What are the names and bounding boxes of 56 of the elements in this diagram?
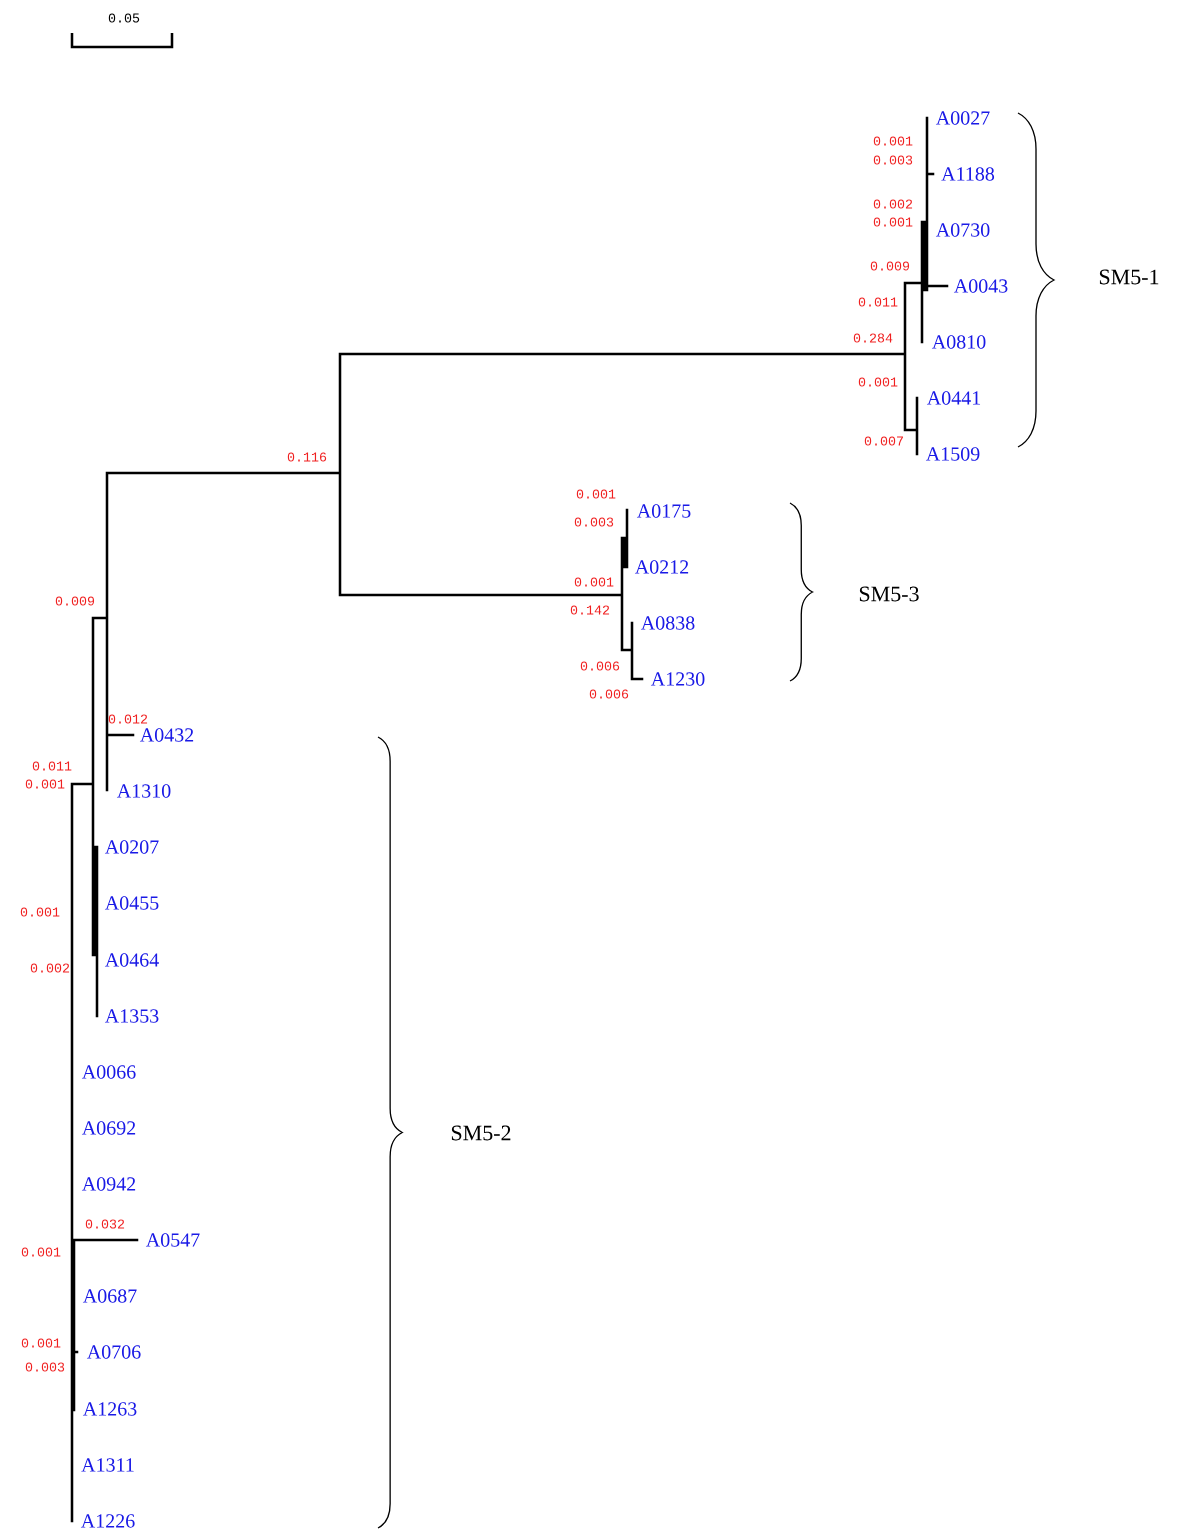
leaf-label: A0432: [139, 728, 194, 742]
leaf-label: A0464: [104, 953, 159, 967]
branch-length-label: 0.001: [576, 489, 616, 499]
branch-length-label: 0.011: [32, 761, 72, 771]
leaf-label: A0441: [926, 391, 980, 405]
leaf-label: A0066: [81, 1065, 136, 1079]
leaf-label: A1353: [104, 1009, 159, 1023]
branch-length-label: 0.001: [21, 1247, 61, 1257]
leaf-label: A0730: [935, 223, 990, 237]
leaf-label: A0547: [145, 1233, 200, 1247]
leaf-label: A0027: [935, 111, 990, 125]
branch-length-label: 0.032: [85, 1219, 125, 1229]
leaf-label: A0175: [636, 504, 691, 518]
clade-label: SM5-3: [859, 586, 919, 602]
branch-length-label: 0.002: [30, 963, 70, 973]
branch-length-label: 0.001: [858, 377, 898, 387]
clade-label: SM5-2: [451, 1125, 511, 1141]
branch-length-label: 0.003: [574, 517, 614, 527]
leaf-label: A0838: [640, 616, 695, 630]
leaf-label: A0687: [82, 1289, 137, 1303]
leaf-label: A0043: [953, 279, 1008, 293]
branch-length-label: 0.001: [21, 1338, 61, 1348]
branch-length-label: 0.007: [864, 436, 903, 446]
branch-length-label: 0.116: [287, 452, 327, 462]
leaf-label: A1226: [80, 1514, 135, 1528]
branch-length-label: 0.012: [108, 714, 148, 724]
leaf-label: A1509: [925, 447, 980, 461]
branch-length-label: 0.006: [589, 689, 629, 699]
branch-length-label: 0.001: [20, 907, 60, 917]
branch-length-label: 0.002: [873, 199, 913, 209]
leaf-label: A1230: [650, 672, 705, 686]
branch-length-label: 0.001: [873, 136, 913, 146]
branch-length-label: 0.003: [25, 1362, 65, 1372]
leaf-label: A0207: [104, 840, 159, 854]
leaf-label: A0212: [634, 560, 689, 574]
branch-length-label: 0.006: [580, 661, 620, 671]
branch-length-label: 0.142: [570, 605, 610, 615]
branch-length-label: 0.001: [873, 217, 913, 227]
leaf-label: A0692: [81, 1121, 136, 1135]
branch-length-label: 0.001: [25, 779, 65, 789]
leaf-label: A0810: [931, 335, 986, 349]
leaf-label: A0706: [86, 1345, 141, 1359]
leaf-label: A0455: [104, 896, 159, 910]
branch-length-label: 0.011: [858, 297, 898, 307]
branch-length-label: 0.009: [870, 261, 910, 271]
branch-length-label: 0.003: [873, 155, 913, 165]
branch-length-label: 0.284: [853, 333, 893, 343]
leaf-label: A1188: [941, 167, 995, 181]
branch-length-label: 0.001: [574, 577, 614, 587]
leaf-label: A1311: [81, 1458, 134, 1472]
scale-label: 0.05: [108, 13, 140, 23]
leaf-label: A0942: [81, 1177, 136, 1191]
branch-length-label: 0.009: [55, 596, 95, 606]
clade-label: SM5-1: [1099, 269, 1159, 285]
leaf-label: A1263: [82, 1402, 137, 1416]
leaf-label: A1310: [116, 784, 171, 798]
